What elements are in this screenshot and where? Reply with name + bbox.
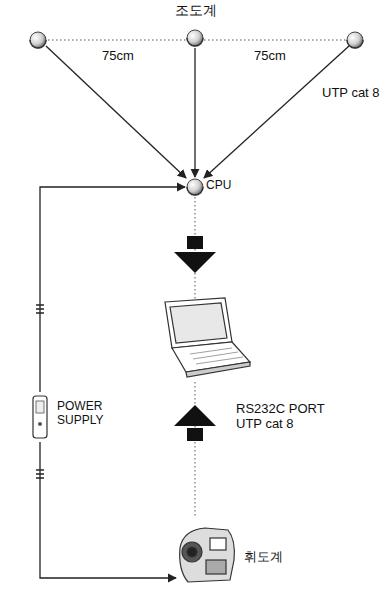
video-camera xyxy=(180,528,235,582)
cpu-node: CPU xyxy=(185,177,237,197)
node-text: 조도계 xyxy=(168,2,224,18)
node-text: 휘도계 xyxy=(244,550,283,565)
node-text: CPU xyxy=(206,179,231,193)
sensor-node: 조도계 xyxy=(168,2,224,48)
data-link xyxy=(195,382,196,518)
sensor-wire xyxy=(46,46,186,178)
sensor-wire xyxy=(204,46,349,178)
port-label: RS232C PORT UTP cat 8 xyxy=(234,402,330,432)
light-sensor xyxy=(347,32,363,48)
power-supply-node: POWER SUPPLY xyxy=(29,392,141,442)
connector xyxy=(40,187,185,392)
dimension-label: 75cm xyxy=(100,49,136,64)
cable-label: UTP cat 8 xyxy=(320,86,382,101)
light-sensor xyxy=(187,30,203,46)
connector xyxy=(40,442,176,578)
data-arrow xyxy=(174,405,216,441)
luminance-meter-node: 휘도계 xyxy=(176,520,294,586)
node-text: POWER SUPPLY xyxy=(57,400,127,428)
dimension-label: 75cm xyxy=(252,49,288,64)
connector xyxy=(194,48,195,177)
data-arrow xyxy=(174,236,216,273)
power-supply-unit xyxy=(33,396,47,438)
light-sensor xyxy=(30,32,46,48)
wire-mark xyxy=(36,305,44,478)
laptop xyxy=(165,298,250,377)
cpu-unit xyxy=(187,179,203,195)
